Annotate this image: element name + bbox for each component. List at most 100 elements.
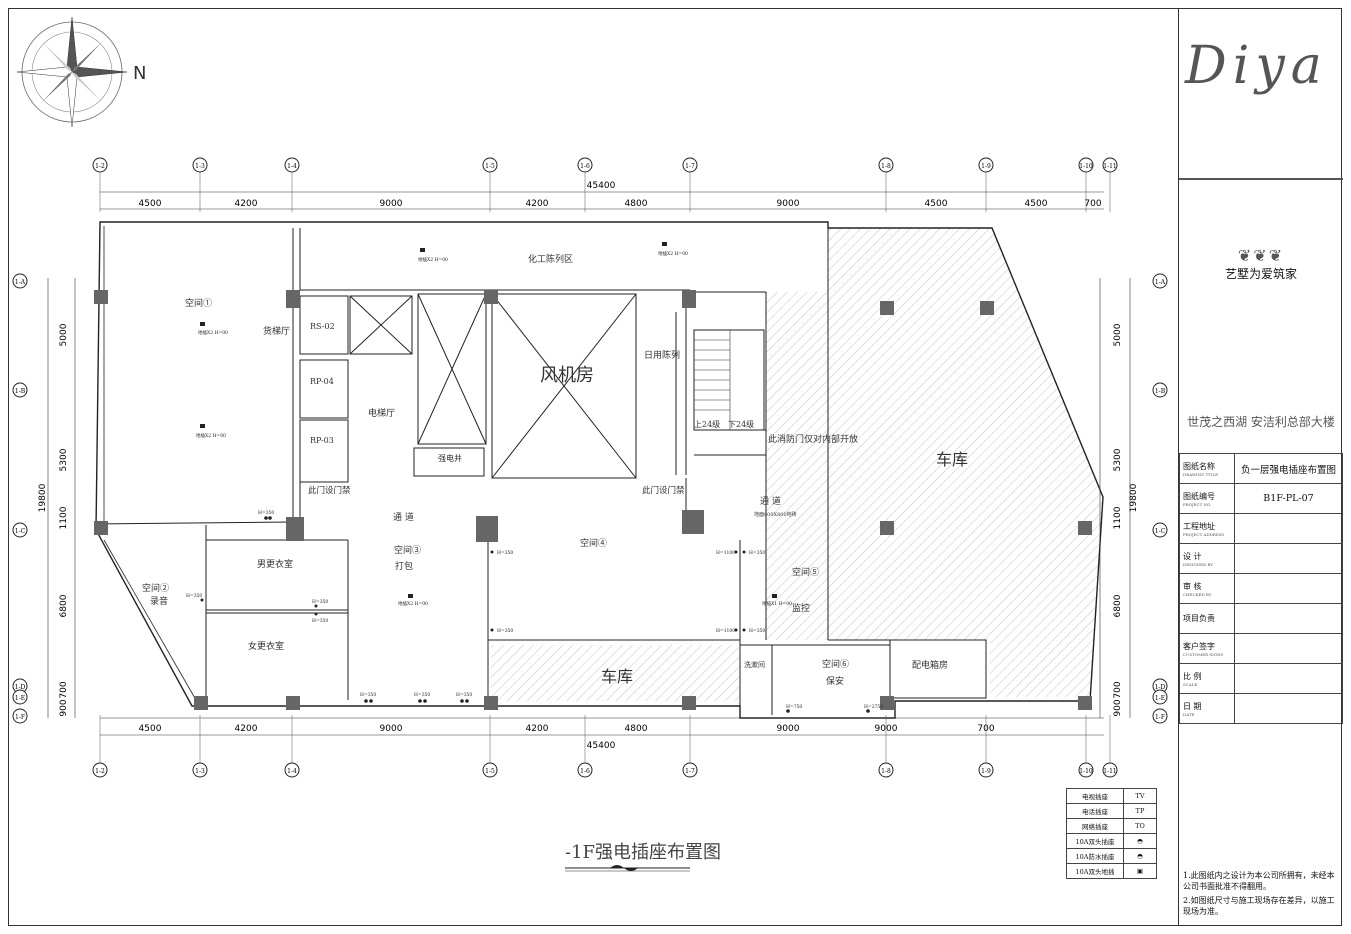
axis-bubble: 1-7 bbox=[682, 762, 698, 778]
axis-bubble-label: 1-C bbox=[1155, 528, 1166, 535]
door-access-note-2: 此门设门禁 bbox=[642, 485, 685, 496]
dimension-label: 19800 bbox=[38, 483, 48, 512]
socket-label: 地插X1 H=00 bbox=[762, 600, 792, 607]
legend-row: 10A防水插座◓ bbox=[1066, 848, 1157, 864]
room-label-space4: 空间④ bbox=[580, 537, 607, 549]
dimension-label: 1100 bbox=[1113, 506, 1123, 529]
socket-label: H=350 bbox=[497, 628, 513, 634]
room-label-space2-sub: 录音 bbox=[150, 595, 168, 607]
garage-south-hatch bbox=[491, 645, 739, 701]
corridor-2-note: 地面800X800地砖 bbox=[754, 511, 797, 518]
room-label-washroom: 洗漱间 bbox=[744, 660, 765, 669]
dimension-label: 5000 bbox=[59, 323, 69, 346]
room-label-space3: 空间③ bbox=[394, 544, 421, 556]
room-label-space5: 空间⑤ bbox=[792, 566, 819, 578]
drawing-notes: 1.此图纸内之设计为本公司所拥有，未经本公司书面批准不得翻用。 2.如图纸尺寸与… bbox=[1183, 871, 1335, 916]
dimension-label: 5000 bbox=[1113, 323, 1123, 346]
axis-bubble: 1-6 bbox=[577, 762, 593, 778]
dimension-label: 4200 bbox=[526, 199, 549, 209]
axis-bubble-label: 1-7 bbox=[685, 163, 695, 170]
room-label-garage-east: 车库 bbox=[936, 450, 968, 469]
dimension-label: 700 bbox=[59, 681, 69, 698]
door-access-note-1: 此门设门禁 bbox=[308, 485, 351, 496]
socket-label: 地插X2 H=00 bbox=[196, 432, 226, 439]
axis-bubble-label: 1-7 bbox=[685, 768, 695, 775]
axis-bubble: 1-3 bbox=[192, 157, 208, 173]
legend-name: 10A双头地插 bbox=[1066, 863, 1124, 879]
axis-bubble: 1-6 bbox=[577, 157, 593, 173]
axis-bubble: 1-4 bbox=[284, 157, 300, 173]
axis-bubble: 1-11 bbox=[1102, 157, 1118, 173]
legend-name: 10A防水插座 bbox=[1066, 848, 1124, 864]
axis-bubble-label: 1-A bbox=[15, 279, 26, 286]
axis-bubble: 1-F bbox=[1152, 708, 1168, 724]
title-block-value: B1F-PL-07 bbox=[1234, 483, 1343, 514]
dimension-label: 4200 bbox=[235, 199, 258, 209]
title-block-value bbox=[1234, 513, 1343, 544]
room-label-power-well: 强电井 bbox=[438, 453, 462, 463]
socket-label: H=1100 bbox=[716, 550, 735, 556]
dimension-label: 19800 bbox=[1129, 483, 1139, 512]
axis-bubble: 1-A bbox=[1152, 273, 1168, 289]
title-block-value bbox=[1234, 663, 1343, 694]
title-block-value bbox=[1234, 603, 1343, 634]
dimension-label: 4200 bbox=[526, 724, 549, 734]
axis-bubble-label: 1-10 bbox=[1079, 768, 1093, 775]
axis-bubble-label: 1-4 bbox=[287, 768, 297, 775]
socket-icon bbox=[490, 550, 494, 554]
title-block-value: 负一层强电插座布置图 bbox=[1234, 453, 1343, 484]
room-label-chem-display: 化工陈列区 bbox=[528, 253, 573, 265]
socket-label: H=350 bbox=[360, 692, 376, 698]
axis-bubble: 1-A bbox=[12, 273, 28, 289]
socket-icon bbox=[734, 628, 738, 632]
room-label-corridor-2: 通 道 bbox=[760, 495, 781, 507]
socket-icon bbox=[314, 604, 318, 616]
socket-label: H=350 bbox=[312, 599, 328, 605]
room-label-space1: 空间① bbox=[185, 297, 212, 309]
socket-icon bbox=[786, 709, 790, 713]
dimension-label: 4500 bbox=[1025, 199, 1048, 209]
dimension-label: 9000 bbox=[875, 724, 898, 734]
title-block-value bbox=[1234, 543, 1343, 574]
floor-socket-icon bbox=[408, 594, 413, 598]
dimension-label: 4500 bbox=[925, 199, 948, 209]
axis-bubble: 1-8 bbox=[878, 157, 894, 173]
axis-bubble: 1-2 bbox=[92, 157, 108, 173]
dimension-label: 4500 bbox=[139, 199, 162, 209]
dimension-lines bbox=[47, 191, 1131, 736]
dimension-label: 900 bbox=[1113, 699, 1123, 716]
dimension-label: 5300 bbox=[1113, 448, 1123, 471]
socket-label: 地插X2 H=00 bbox=[658, 250, 688, 257]
axis-bubble-label: 1-5 bbox=[485, 163, 495, 170]
room-label-men-locker: 男更衣室 bbox=[257, 558, 293, 570]
ornament-icon: ❦❦❦ bbox=[1237, 246, 1285, 265]
socket-label: H=350 bbox=[186, 593, 202, 599]
axis-bubble: 1-F bbox=[12, 708, 28, 724]
legend-row: 10A双头地插▣ bbox=[1066, 863, 1157, 879]
socket-label: H=750 bbox=[786, 704, 802, 710]
stair-down-label: 下24级 bbox=[728, 419, 754, 429]
axis-bubble: 1-10 bbox=[1078, 762, 1094, 778]
legend-name: 网络插座 bbox=[1066, 818, 1124, 834]
axis-bubble-label: 1-2 bbox=[95, 768, 105, 775]
elevator-rp04: RP-04 bbox=[310, 377, 334, 386]
room-label-corridor-1: 通 道 bbox=[393, 511, 414, 523]
legend-name: 10A双头插座 bbox=[1066, 833, 1124, 849]
socket-icon: ◓ bbox=[1123, 833, 1157, 849]
dimension-label: 700 bbox=[1084, 199, 1101, 209]
axis-bubble-label: 1-A bbox=[1155, 279, 1166, 286]
axis-bubble-label: 1-9 bbox=[981, 163, 991, 170]
axis-bubble: 1-4 bbox=[284, 762, 300, 778]
axis-bubble-label: 1-9 bbox=[981, 768, 991, 775]
dimension-label: 4800 bbox=[625, 724, 648, 734]
